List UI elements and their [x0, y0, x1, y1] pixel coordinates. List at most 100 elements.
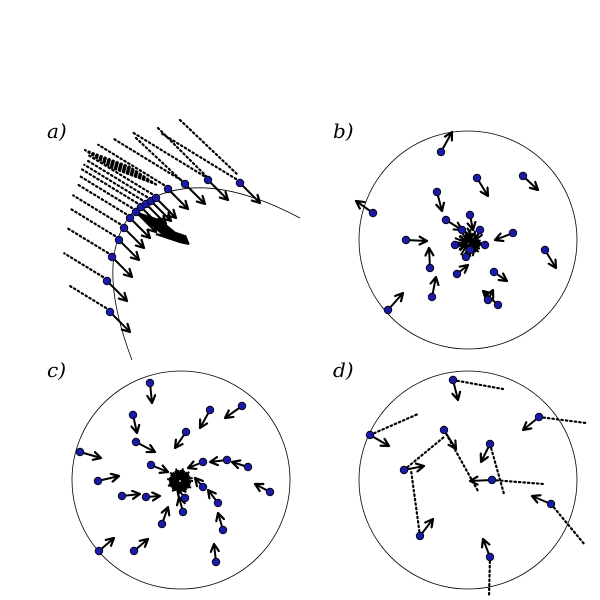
particle-dot — [213, 498, 223, 508]
panel-label-a: a) — [47, 119, 67, 143]
particle-dot — [198, 457, 208, 467]
particle-dot — [465, 210, 475, 220]
particle-dot — [131, 207, 141, 217]
velocity-arrow — [109, 311, 130, 332]
velocity-arrow — [158, 219, 188, 244]
particle-dot — [485, 552, 495, 562]
particle-dot — [117, 491, 127, 501]
panel-label-b: b) — [333, 119, 354, 143]
particle-dot — [465, 245, 475, 255]
particle-dot — [125, 213, 135, 223]
particle-dot — [203, 175, 213, 185]
particle-dot — [450, 240, 460, 250]
particle-dot — [180, 493, 190, 503]
particle-dot — [178, 507, 188, 517]
trajectory-trail — [549, 502, 587, 547]
particle-dot — [237, 401, 247, 411]
particle-dot — [480, 240, 490, 250]
particle-dot — [540, 245, 550, 255]
particle-dot — [205, 405, 215, 415]
boundary-circle — [358, 130, 578, 350]
particle-dot — [487, 475, 497, 485]
particle-dot — [243, 462, 253, 472]
panel-d — [358, 370, 588, 599]
trajectory-trail — [161, 132, 238, 181]
particle-dot — [508, 228, 518, 238]
trajectory-trail — [537, 415, 588, 425]
particle-dot — [383, 305, 393, 315]
particle-dot — [105, 307, 115, 317]
particle-dot — [401, 235, 411, 245]
trajectory-trail — [368, 412, 420, 437]
trajectory-trail — [97, 143, 166, 187]
particle-dot — [93, 476, 103, 486]
trajectory-trail — [134, 136, 187, 186]
particle-dot — [114, 235, 124, 245]
trajectory-trail — [451, 378, 505, 391]
boundary-circle — [71, 370, 291, 590]
velocity-arrow — [106, 280, 127, 301]
velocity-arrow — [123, 227, 144, 248]
particle-dot — [211, 557, 221, 567]
particle-dot — [75, 447, 85, 457]
boundary-circle — [358, 370, 578, 590]
velocity-arrow — [182, 478, 193, 481]
particle-dot — [399, 465, 409, 475]
particle-dot — [94, 546, 104, 556]
trajectory-trail — [487, 555, 492, 599]
particle-dot — [119, 223, 129, 233]
trajectory-trail — [409, 468, 422, 538]
particle-dot — [493, 300, 503, 310]
velocity-arrow — [239, 182, 260, 203]
panel-label-c: c) — [47, 358, 66, 382]
velocity-arrow — [167, 188, 188, 209]
trajectory-trail — [127, 165, 158, 186]
trajectory-trail — [68, 284, 108, 310]
particle-dot — [151, 193, 161, 203]
trajectory-trail — [111, 137, 183, 182]
particle-dot — [368, 208, 378, 218]
particle-dot — [131, 437, 141, 447]
particle-dot — [235, 178, 245, 188]
particle-dot — [489, 267, 499, 277]
particle-dot — [452, 269, 462, 279]
particle-dot — [448, 375, 458, 385]
panel-a — [63, 118, 301, 361]
particle-dot — [128, 410, 138, 420]
particle-dot — [436, 147, 446, 157]
particle-dot — [472, 173, 482, 183]
particle-dot — [365, 430, 375, 440]
panel-c — [71, 370, 291, 590]
trajectory-trail — [156, 126, 212, 182]
trajectory-trail — [69, 207, 117, 238]
particle-dot — [145, 378, 155, 388]
trajectory-trail — [131, 131, 206, 178]
trajectory-trail — [178, 118, 240, 177]
trajectory-trail — [490, 478, 546, 486]
particle-dot — [157, 519, 167, 529]
trajectory-trail — [80, 168, 139, 205]
particle-dot — [457, 225, 467, 235]
particle-dot — [546, 499, 556, 509]
trajectory-trail — [87, 154, 154, 196]
particle-dot — [485, 439, 495, 449]
particle-dot — [222, 455, 232, 465]
particle-dot — [432, 187, 442, 197]
particle-dot — [475, 225, 485, 235]
trajectory-trail — [78, 175, 134, 210]
particle-dot — [427, 292, 437, 302]
particle-dot — [265, 487, 275, 497]
velocity-arrow — [184, 183, 205, 204]
trajectory-trail — [72, 194, 122, 226]
particle-dot — [163, 184, 173, 194]
particle-dot — [534, 412, 544, 422]
trajectory-trail — [75, 182, 128, 216]
velocity-arrow — [179, 483, 180, 495]
particle-dot — [129, 546, 139, 556]
velocity-arrow — [468, 229, 470, 241]
velocity-arrow — [207, 179, 228, 200]
particle-dot — [146, 460, 156, 470]
particle-dot — [198, 482, 208, 492]
particle-dot — [483, 295, 493, 305]
